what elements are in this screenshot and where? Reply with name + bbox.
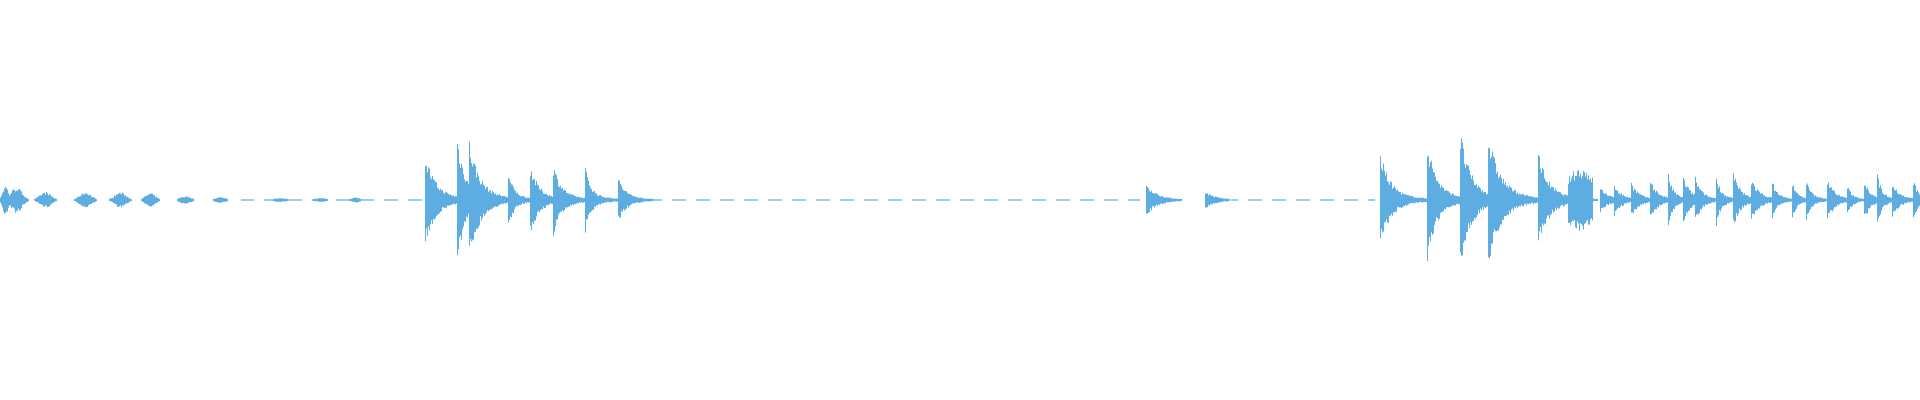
waveform-path bbox=[0, 138, 1920, 262]
